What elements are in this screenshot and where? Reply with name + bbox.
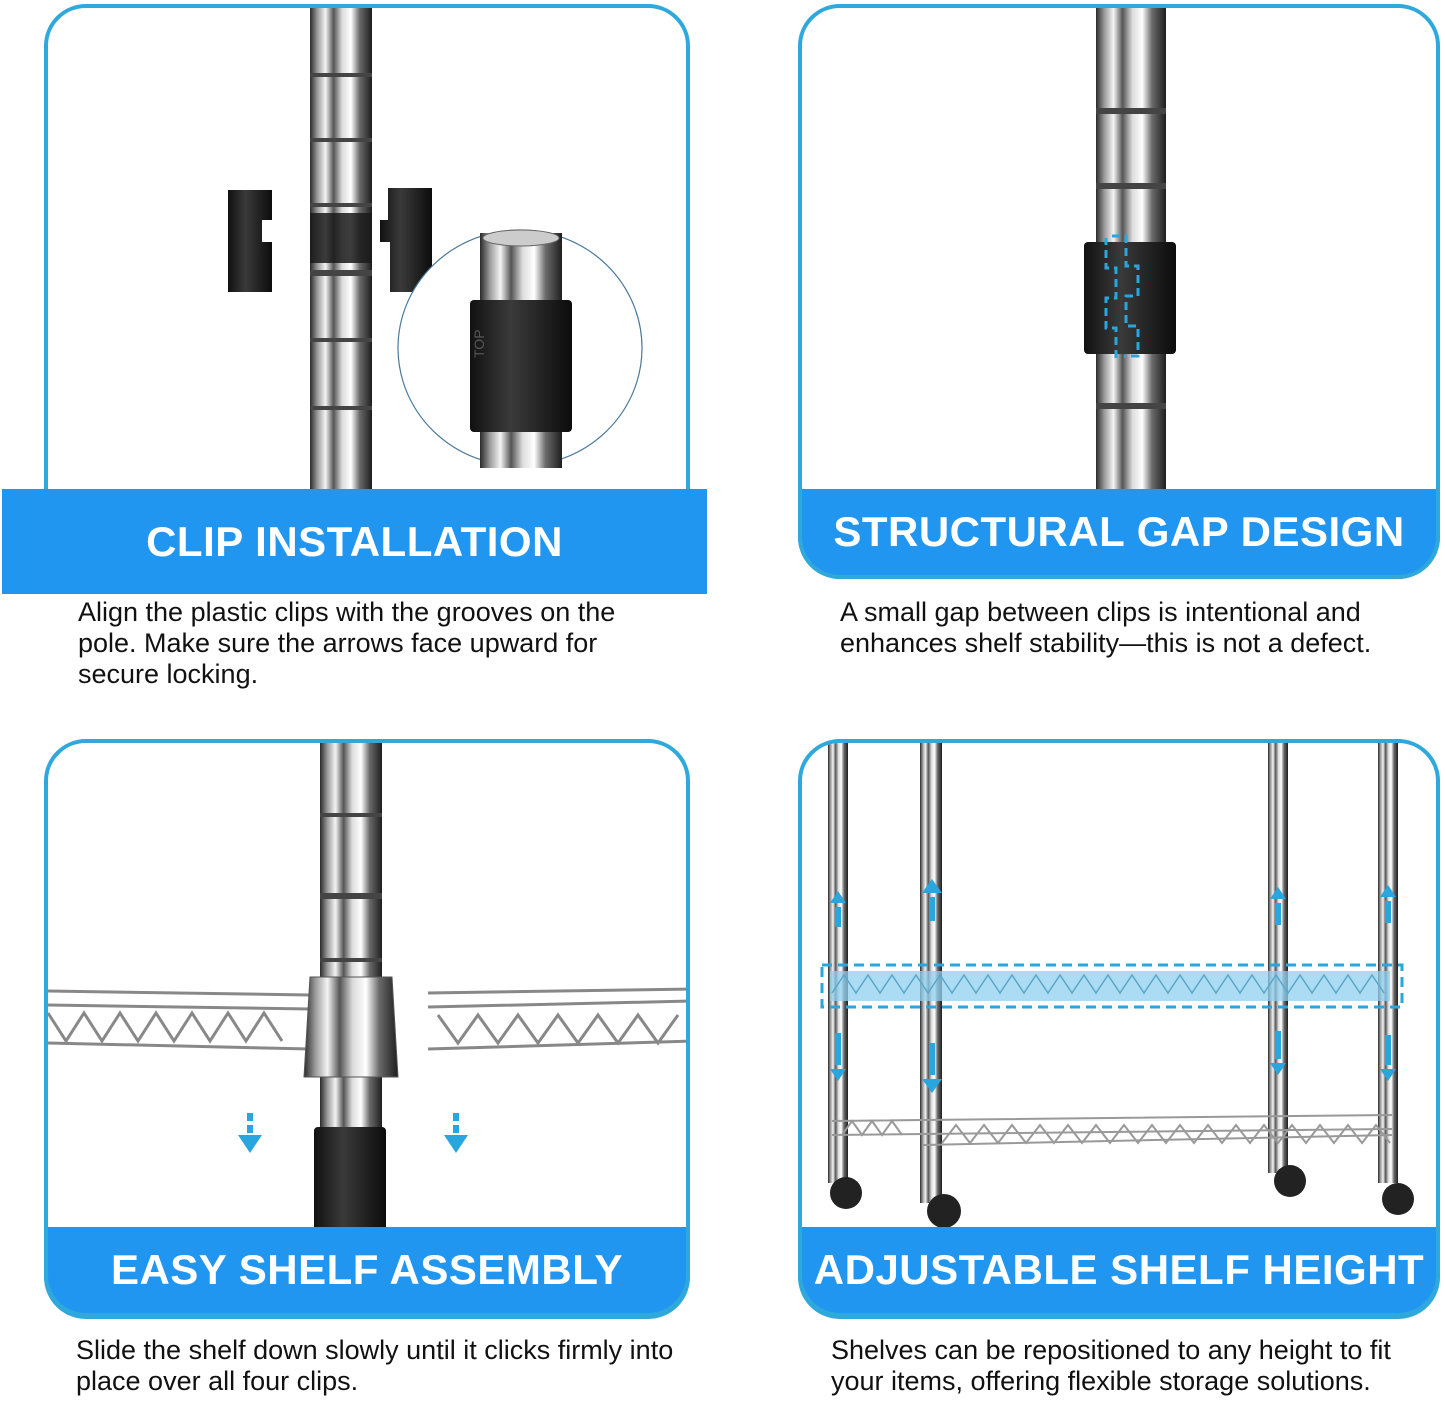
section-title: EASY SHELF ASSEMBLY <box>110 1246 624 1293</box>
black-clip-icon <box>1084 242 1176 354</box>
pole-with-gap-illustration <box>1084 8 1176 575</box>
section-title-banner: EASY SHELF ASSEMBLY <box>44 1227 690 1317</box>
illustration-frame <box>798 739 1440 1319</box>
illustration-frame: TOP <box>44 4 690 564</box>
section-description: Shelves can be repositioned to any heigh… <box>831 1335 1391 1396</box>
section-title-banner: STRUCTURAL GAP DESIGN <box>798 489 1440 579</box>
adjust-arrows-icon <box>830 879 1396 1093</box>
section-description: Slide the shelf down slowly until it cli… <box>76 1335 674 1396</box>
bottom-shelf-icon <box>831 1114 1393 1146</box>
section-title: CLIP INSTALLATION <box>146 517 563 565</box>
black-clip-icon <box>228 188 432 292</box>
panel-adjustable-shelf-height: ADJUSTABLE SHELF HEIGHT Shelves can be r… <box>720 735 1445 1425</box>
caster-wheel-icon <box>830 1165 1414 1228</box>
black-clip-icon <box>314 1127 386 1237</box>
section-description: Align the plastic clips with the grooves… <box>78 597 616 689</box>
svg-text:TOP: TOP <box>471 329 487 358</box>
section-description: A small gap between clips is intentional… <box>840 597 1372 658</box>
illustration-frame <box>798 4 1440 579</box>
section-title: ADJUSTABLE SHELF HEIGHT <box>813 1246 1425 1293</box>
wire-shelf-icon <box>48 987 686 1051</box>
shelf-highlight-icon <box>820 963 1404 1009</box>
arrow-down-icon <box>238 1113 468 1153</box>
section-title-banner: CLIP INSTALLATION <box>2 489 707 594</box>
panel-easy-shelf-assembly: EASY SHELF ASSEMBLY Slide the shelf down… <box>0 735 720 1425</box>
pole-with-clips-illustration: TOP <box>228 8 643 560</box>
shelf-sliding-illustration <box>48 743 686 1315</box>
pole-icon <box>310 8 372 560</box>
panel-structural-gap-design: STRUCTURAL GAP DESIGN A small gap betwee… <box>720 0 1445 700</box>
gap-highlight-icon <box>1104 234 1140 358</box>
illustration-frame <box>44 739 690 1319</box>
section-title-banner: ADJUSTABLE SHELF HEIGHT <box>798 1227 1440 1317</box>
magnifier-circle-icon: TOP <box>397 229 643 468</box>
shelf-sleeve-icon <box>303 976 399 1078</box>
section-title: STRUCTURAL GAP DESIGN <box>833 508 1405 555</box>
shelf-cart-illustration <box>820 743 1414 1228</box>
panel-clip-installation: TOP CLIP INSTALLATION Align the plastic … <box>0 0 720 700</box>
